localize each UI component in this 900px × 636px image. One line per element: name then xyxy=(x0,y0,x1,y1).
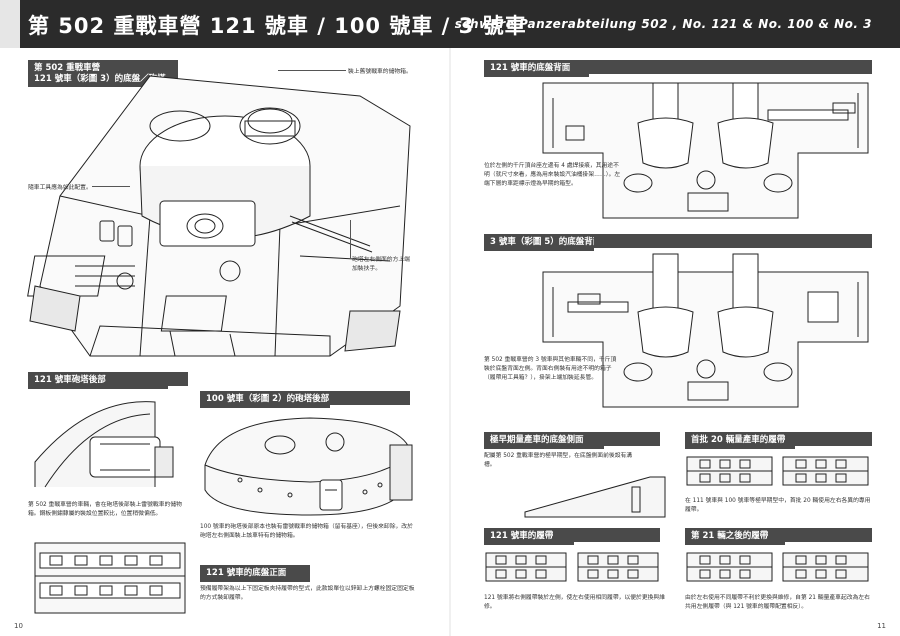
turret-rear-100-drawing xyxy=(200,410,415,520)
callout-top-leader xyxy=(278,70,346,71)
turret-rear-100-caption: 100 號車的砲塔後部原本也裝有雷號戰車的儲物箱（留有基座），但後來卸除，改於砲… xyxy=(200,524,413,539)
chassis-rear-121-drawing xyxy=(538,78,873,223)
header-accent-mark xyxy=(0,0,20,48)
section-bar-first20-tracks xyxy=(795,432,872,446)
turret-rear-121-drawing xyxy=(30,392,190,497)
section-label-first20-tracks: 首批 20 輛量產車的履帶 xyxy=(685,432,795,449)
callout-left-leader xyxy=(92,186,130,187)
callout-right-leader xyxy=(350,220,351,258)
turret-rear-121-caption: 第 502 重戰車營的車輛，會在砲塔後部裝上雷號戰車的儲物箱。鋼板側鏽隸屬的裝設… xyxy=(28,502,182,517)
chassis-rear-3-drawing xyxy=(538,252,873,412)
section-label-rear-3: 3 號車（彩圖 5）的底盤背面 xyxy=(484,234,601,251)
section-label-front-121: 121 號車的底盤正面 xyxy=(200,565,310,582)
section-label-turret-rear-100: 100 號車（彩圖 2）的砲塔後部 xyxy=(200,391,330,408)
callout-right: 砲塔左右側面的方上端加裝扶手。 xyxy=(352,257,410,272)
front-121-caption: 預備履帶架為以上下固定板夾持履帶的型式，此款設單位以鋅卸上方螺栓固定固定板的方式… xyxy=(200,586,415,601)
page-title: 第 502 重戰車營 121 號車 / 100 號車 / 3 號車 xyxy=(28,14,527,38)
21plus-tracks-drawing xyxy=(685,548,872,588)
callout-top: 裝上舊號戰車的儲物箱。 xyxy=(348,69,412,75)
early-side-caption: 配屬第 502 重戰車營的極早期型，在底盤側面前後設有溝槽。 xyxy=(484,453,633,468)
section-label-early-side: 極早期量產車的底盤側面 xyxy=(484,432,604,449)
page-number-left: 10 xyxy=(14,622,23,630)
21plus-tracks-caption: 由於左右使用不同履帶不利於更換與維修，自第 21 輛量產車起改為左右共用左側履帶… xyxy=(685,595,870,610)
section-label-rear-121: 121 號車的底盤背面 xyxy=(484,60,589,77)
first20-tracks-drawing xyxy=(685,452,872,492)
rear-3-caption: 第 502 重戰車營的 3 號車與其他車輛不同，千斤頂裝於底盤背面左側。背面右側… xyxy=(484,357,617,381)
121-tracks-caption: 121 號車將右側履帶裝於左側，使左右使用相同履帶，以便於更換與維修。 xyxy=(484,595,666,610)
section-label-turret-rear-121: 121 號車砲塔後部 xyxy=(28,372,168,389)
section-bar-121-tracks xyxy=(574,528,660,542)
section-label-21plus-tracks: 第 21 輛之後的履帶 xyxy=(685,528,785,545)
page-spine xyxy=(449,48,451,636)
page-subtitle: schwere Panzerabteilung 502 , No. 121 & … xyxy=(454,17,872,31)
section-bar-21plus-tracks xyxy=(785,528,872,542)
rear-121-caption: 位於左側的千斤頂台座左邊有 4 處焊接痕，其用途不明（就尺寸來看，應為用來裝設汽… xyxy=(484,163,621,187)
section-bar-turret-rear-100 xyxy=(330,391,410,405)
section-bar-rear-121 xyxy=(589,60,872,74)
callout-left: 隨車工具應為如此配置。 xyxy=(28,185,92,191)
121-tracks-drawing xyxy=(484,548,664,588)
section-bar-turret-rear-121 xyxy=(168,372,188,386)
early-side-drawing xyxy=(520,472,670,522)
section-bar-early-side xyxy=(604,432,660,446)
first20-tracks-caption: 在 111 號車與 100 號車等極早期型中，首批 20 輛使用左右各異的專用履… xyxy=(685,498,871,513)
page-number-right: 11 xyxy=(877,622,886,630)
header-bar: 第 502 重戰車營 121 號車 / 100 號車 / 3 號車 schwer… xyxy=(0,0,900,48)
section-bar-rear-3 xyxy=(594,234,872,248)
tank-turret-chassis-drawing xyxy=(30,56,415,366)
section-label-121-tracks: 121 號車的履帶 xyxy=(484,528,574,545)
section-label-chassis-turret: 第 502 重戰車營 121 號車（彩圖 3）的底盤／砲塔 xyxy=(28,60,178,88)
spare-track-rack-drawing xyxy=(30,538,190,618)
